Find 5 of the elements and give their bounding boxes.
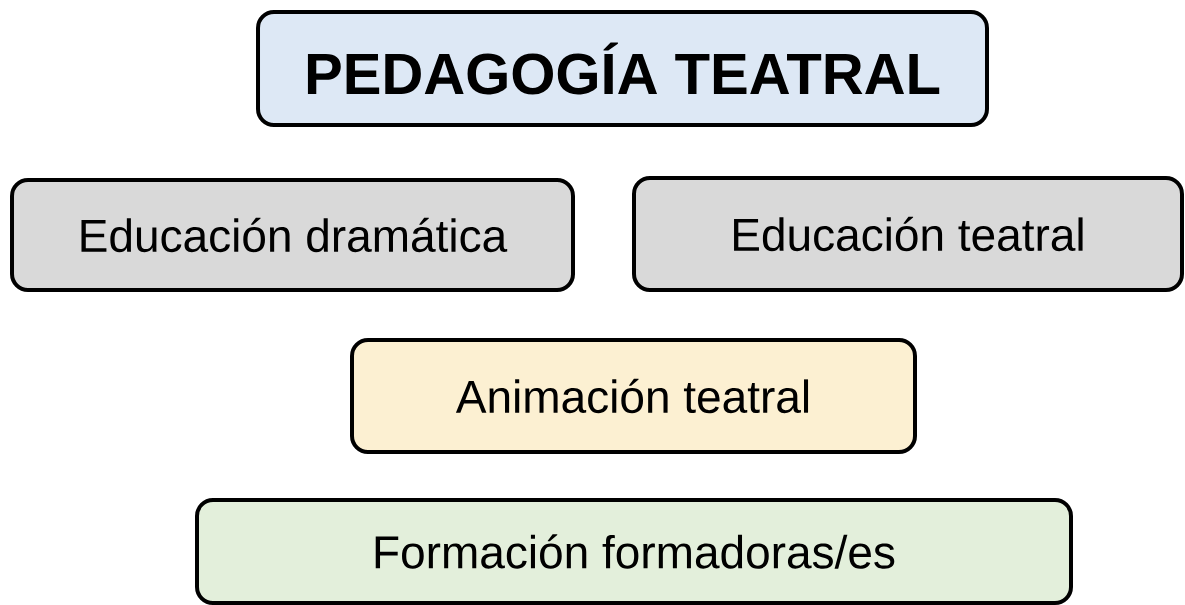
category-box: Animación teatral <box>350 338 917 454</box>
category-box: Formación formadoras/es <box>195 498 1073 605</box>
title-box: PEDAGOGÍA TEATRAL <box>256 10 989 127</box>
category-box: Educación teatral <box>632 176 1184 292</box>
category-box: Educación dramática <box>10 178 575 292</box>
